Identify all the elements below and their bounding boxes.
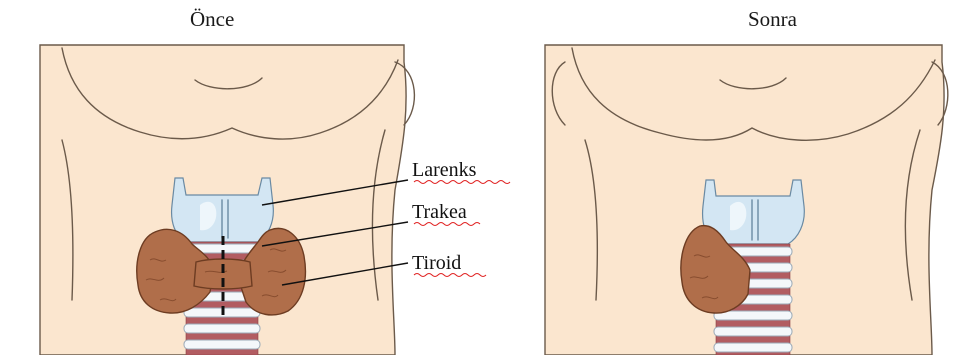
after-title: Sonra	[748, 7, 798, 31]
after-panel: Sonra	[545, 7, 948, 355]
trachea-ring	[184, 340, 260, 349]
trachea-ring	[714, 327, 792, 336]
trachea-ring	[184, 324, 260, 333]
label-trachea: Trakea	[412, 201, 467, 223]
label-thyroid: Tiroid	[412, 252, 461, 274]
before-panel: Önce	[40, 7, 510, 355]
trachea-ring	[714, 343, 792, 352]
label-larynx: Larenks	[412, 159, 477, 181]
before-title: Önce	[190, 7, 234, 31]
